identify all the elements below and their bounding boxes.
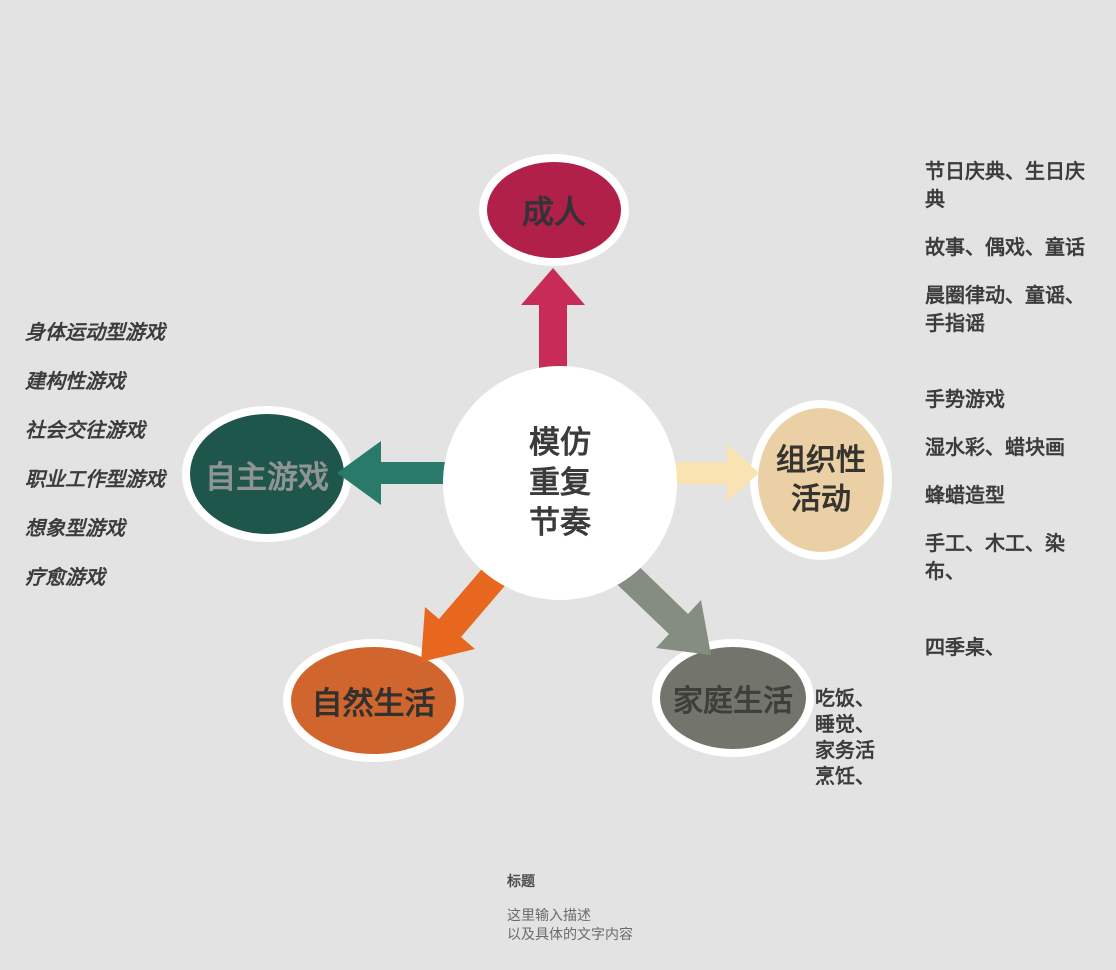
- list-item: 想象型游戏: [25, 518, 125, 540]
- organized-examples-list-middle: 手势游戏 湿水彩、蜡块画 蜂蜡造型 手工、木工、染布、: [925, 386, 1103, 606]
- node-family-life: 家庭生活: [652, 639, 814, 757]
- list-item: 故事、偶戏、童话: [925, 237, 1085, 259]
- arrow-up-icon: [521, 268, 585, 378]
- arrow-right-icon: [655, 444, 759, 502]
- list-item: 手势游戏: [925, 389, 1005, 411]
- organized-examples-list-bottom: 四季桌、: [925, 634, 1103, 682]
- list-item: 社会交往游戏: [25, 420, 145, 442]
- list-item: 四季桌、: [925, 637, 1005, 659]
- list-item: 湿水彩、蜡块画: [925, 437, 1065, 459]
- list-item: 身体运动型游戏: [25, 322, 165, 344]
- node-adult: 成人: [479, 154, 629, 266]
- caption-block: 标题 这里输入描述 以及具体的文字内容: [507, 871, 633, 944]
- node-adult-label: 成人: [521, 194, 586, 230]
- arrow-left-icon: [337, 441, 470, 505]
- list-item: 手工、木工、染布、: [925, 533, 1065, 583]
- node-organized-activities-label: 组织性 活动: [776, 444, 866, 516]
- list-item: 蜂蜡造型: [925, 485, 1005, 507]
- center-node-label: 模仿 重复 节奏: [529, 424, 591, 541]
- caption-description: 这里输入描述 以及具体的文字内容: [507, 907, 633, 942]
- node-self-play: 自主游戏: [182, 406, 352, 542]
- self-play-examples-list: 身体运动型游戏 建构性游戏 社会交往游戏 职业工作型游戏 想象型游戏 疗愈游戏: [25, 320, 255, 614]
- list-item: 职业工作型游戏: [25, 469, 165, 491]
- node-family-life-label: 家庭生活: [673, 685, 793, 718]
- node-natural-life: 自然生活: [283, 639, 464, 762]
- organized-examples-list-top: 节日庆典、生日庆典 故事、偶戏、童话 晨圈律动、童谣、手指谣: [925, 158, 1103, 358]
- node-organized-activities: 组织性 活动: [750, 400, 892, 560]
- family-life-examples-note: 吃饭、 睡觉、 家务活 烹饪、: [815, 688, 875, 788]
- node-natural-life-label: 自然生活: [311, 686, 436, 721]
- node-self-play-label: 自主游戏: [205, 459, 329, 495]
- caption-title: 标题: [507, 873, 535, 889]
- center-node: 模仿 重复 节奏: [443, 366, 677, 600]
- list-item: 节日庆典、生日庆典: [925, 161, 1085, 211]
- list-item: 建构性游戏: [25, 371, 125, 393]
- list-item: 晨圈律动、童谣、手指谣: [925, 285, 1085, 335]
- list-item: 疗愈游戏: [25, 567, 105, 589]
